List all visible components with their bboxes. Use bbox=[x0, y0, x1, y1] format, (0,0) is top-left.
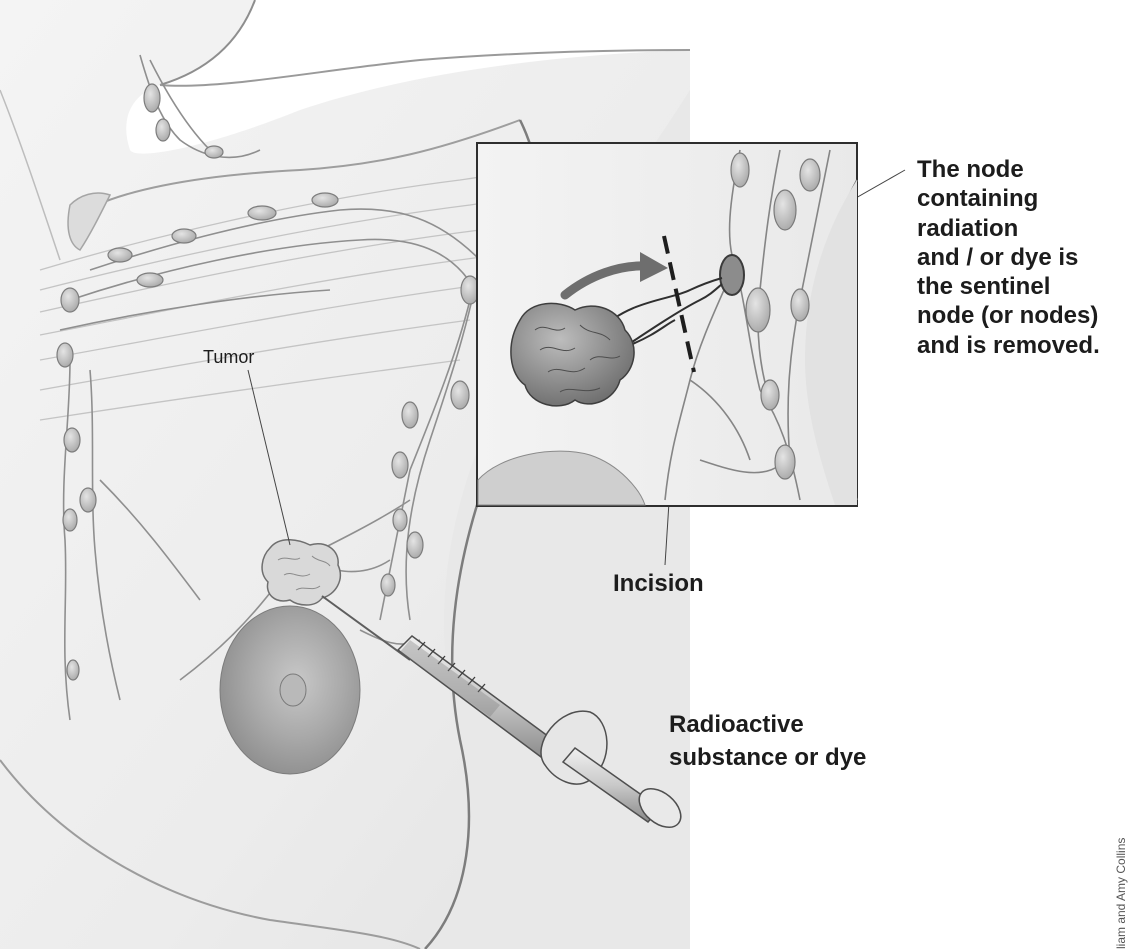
nipple bbox=[280, 674, 306, 706]
illustrator-credit: liam and Amy Collins bbox=[1114, 838, 1128, 949]
tumor bbox=[262, 540, 340, 605]
inset-tumor bbox=[511, 303, 634, 405]
tumor-label: Tumor bbox=[203, 346, 254, 368]
radioactive-substance-label: Radioactive substance or dye bbox=[669, 708, 866, 774]
sentinel-node bbox=[720, 255, 744, 295]
inset-detail-panel bbox=[477, 143, 857, 506]
incision-label: Incision bbox=[613, 569, 704, 599]
sentinel-node-label: The node containing radiation and / or d… bbox=[917, 155, 1145, 360]
